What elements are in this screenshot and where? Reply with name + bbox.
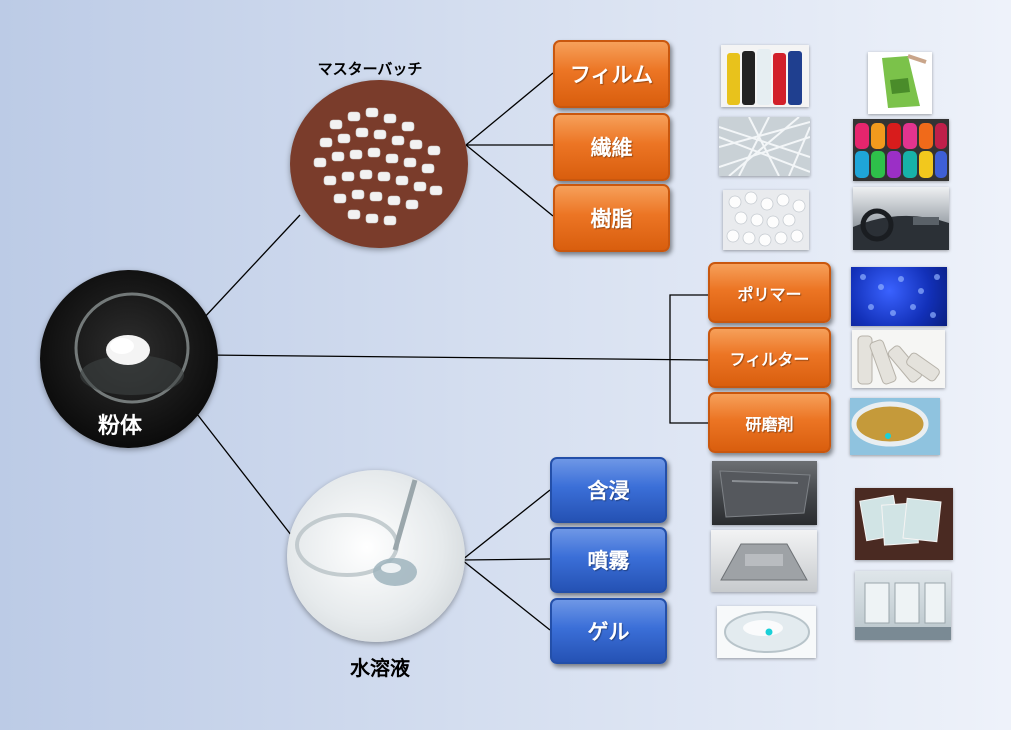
- blue-beads-image: [851, 267, 947, 326]
- car-interior-image: [853, 187, 949, 250]
- solution-drop-image: [295, 479, 418, 586]
- polymer-box: ポリマー: [708, 262, 831, 323]
- car-trunk-image: [711, 530, 817, 592]
- fiber-strands-image: [719, 117, 810, 176]
- car-headliner-image: [712, 461, 817, 525]
- powder-label: 粉体: [97, 414, 142, 439]
- spray-box: 噴霧: [550, 527, 667, 593]
- powder-dish-image: [74, 292, 190, 404]
- film-rolls-image: [721, 45, 809, 107]
- resin-box: 樹脂: [553, 184, 670, 252]
- solution-label: 水溶液: [350, 656, 410, 680]
- pellets-image: [313, 107, 443, 226]
- interior-room-image: [855, 571, 951, 640]
- film-box: フィルム: [553, 40, 670, 108]
- masterbatch-node: [290, 80, 468, 248]
- solution-node: [287, 470, 465, 642]
- nonwoven-sheets-image: [855, 488, 953, 560]
- filter-box: フィルター: [708, 327, 831, 388]
- colored-yarn-image: [853, 119, 949, 181]
- masterbatch-label: マスターバッチ: [317, 60, 423, 78]
- impregnation-box: 含浸: [550, 457, 667, 523]
- gel-dish-image: [717, 606, 816, 658]
- fiber-box: 繊維: [553, 113, 670, 181]
- abrasive-bucket-image: [850, 398, 940, 455]
- resin-pellets-image: [723, 190, 809, 250]
- powder-node: [40, 270, 218, 448]
- filter-cartridges-image: [852, 330, 945, 388]
- gel-box: ゲル: [550, 598, 667, 664]
- abrasive-box: 研磨剤: [708, 392, 831, 453]
- green-bag-image: [868, 52, 932, 114]
